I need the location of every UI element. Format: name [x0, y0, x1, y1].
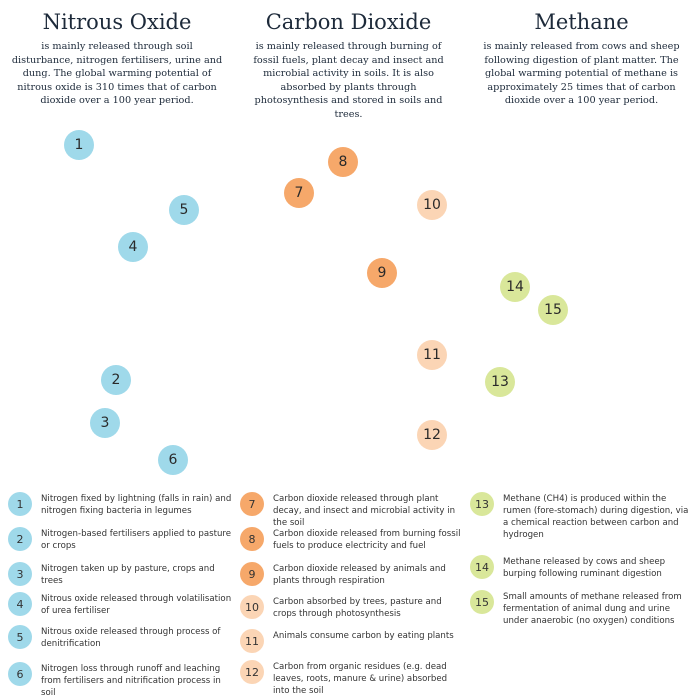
- marker-7: 7: [284, 178, 314, 208]
- legend-number-14: 14: [470, 555, 494, 579]
- legend-number-4: 4: [8, 592, 32, 616]
- legend-number-12: 12: [240, 660, 264, 684]
- tree-eucalyptus: [587, 170, 668, 270]
- carbon-dioxide-title: Carbon Dioxide: [265, 10, 432, 34]
- tractor-left: [141, 345, 173, 373]
- legend-number-1: 1: [8, 492, 32, 516]
- marker-11: 11: [417, 340, 447, 370]
- legend-item-10: 10 Carbon absorbed by trees, pasture and…: [240, 595, 465, 620]
- legend-number-5: 5: [8, 625, 32, 649]
- river: [210, 300, 330, 432]
- legend-text-12: Carbon from organic residues (e.g. dead …: [273, 662, 448, 696]
- legend-number-13: 13: [470, 492, 494, 516]
- nitrous-oxide-panel: Nitrous Oxide is mainly released through…: [0, 0, 234, 122]
- carbon-dioxide-panel: Carbon Dioxide is mainly released throug…: [235, 0, 462, 122]
- marker-3: 3: [90, 408, 120, 438]
- legend-text-6: Nitrogen loss through runoff and leachin…: [41, 664, 221, 697]
- legend-number-7: 7: [240, 492, 264, 516]
- nitrous-oxide-title: Nitrous Oxide: [42, 10, 192, 34]
- carbon-arrows: [284, 118, 447, 435]
- marker-6: 6: [158, 445, 188, 475]
- legend-number-9: 9: [240, 562, 264, 586]
- legend-nitrous: 1 Nitrogen fixed by lightning (falls in …: [8, 492, 233, 697]
- legend-text-10: Carbon absorbed by trees, pasture and cr…: [273, 597, 442, 619]
- marker-1: 1: [64, 130, 94, 160]
- legend-text-8: Carbon dioxide released from burning fos…: [273, 529, 461, 551]
- legend-text-2: Nitrogen-based fertilisers applied to pa…: [41, 529, 232, 551]
- nitrous-oxide-description: is mainly released through soil disturba…: [11, 41, 223, 107]
- cow-right: [515, 313, 545, 354]
- legend-number-2: 2: [8, 527, 32, 551]
- legend-text-7: Carbon dioxide released through plant de…: [273, 494, 456, 528]
- farmhouse: [250, 250, 300, 276]
- marker-10: 10: [417, 190, 447, 220]
- marker-4: 4: [118, 232, 148, 262]
- rain: [21, 204, 126, 261]
- legend-number-11: 11: [240, 629, 264, 653]
- pasture-surface: [20, 195, 690, 432]
- legend-item-14: 14 Methane released by cows and sheep bu…: [470, 555, 696, 580]
- marker-12: 12: [417, 420, 447, 450]
- cow-middle: [365, 366, 415, 398]
- crop-field-left: [120, 315, 250, 380]
- legend-text-14: Methane released by cows and sheep burpi…: [503, 557, 666, 579]
- carbon-dioxide-description: is mainly released through burning of fo…: [253, 41, 444, 120]
- legend-text-13: Methane (CH4) is produced within the rum…: [503, 494, 689, 540]
- methane-title: Methane: [534, 10, 629, 34]
- legend-item-8: 8 Carbon dioxide released from burning f…: [240, 527, 465, 552]
- legend-methane: 13 Methane (CH4) is produced within the …: [470, 492, 696, 697]
- legend-item-5: 5 Nitrous oxide released through process…: [8, 625, 233, 650]
- marker-15: 15: [538, 295, 568, 325]
- marker-14: 14: [500, 272, 530, 302]
- legend-item-13: 13 Methane (CH4) is produced within the …: [470, 492, 696, 541]
- legend-text-15: Small amounts of methane released from f…: [503, 592, 682, 626]
- legend-item-2: 2 Nitrogen-based fertilisers applied to …: [8, 527, 233, 552]
- legend-item-12: 12 Carbon from organic residues (e.g. de…: [240, 660, 465, 697]
- marker-8: 8: [328, 147, 358, 177]
- legend-item-6: 6 Nitrogen loss through runoff and leach…: [8, 662, 233, 697]
- legend-number-8: 8: [240, 527, 264, 551]
- nitrous-arrows: [64, 118, 227, 470]
- legend-item-9: 9 Carbon dioxide released by animals and…: [240, 562, 465, 587]
- methane-panel: Methane is mainly released from cows and…: [463, 0, 700, 122]
- hill-right: [600, 190, 690, 290]
- legend-number-3: 3: [8, 562, 32, 586]
- legend-number-10: 10: [240, 595, 264, 619]
- tree-group-left: [25, 298, 243, 365]
- legend-text-1: Nitrogen fixed by lightning (falls in ra…: [41, 494, 232, 516]
- methane-arrows: [500, 123, 566, 365]
- legend-text-5: Nitrous oxide released through process o…: [41, 627, 221, 649]
- methane-description: is mainly released from cows and sheep f…: [483, 41, 680, 107]
- legend-item-7: 7 Carbon dioxide released through plant …: [240, 492, 465, 529]
- marker-2: 2: [101, 365, 131, 395]
- legend-item-4: 4 Nitrous oxide released through volatil…: [8, 592, 233, 617]
- legend-item-15: 15 Small amounts of methane released fro…: [470, 590, 696, 627]
- marker-5: 5: [169, 195, 199, 225]
- legend-carbon: 7 Carbon dioxide released through plant …: [240, 492, 465, 697]
- soil-topsoil: [20, 265, 690, 442]
- legend-text-9: Carbon dioxide released by animals and p…: [273, 564, 446, 586]
- storm-cloud: [8, 148, 134, 233]
- marker-13: 13: [485, 367, 515, 397]
- tractor-right: [462, 281, 484, 300]
- legend-item-1: 1 Nitrogen fixed by lightning (falls in …: [8, 492, 233, 517]
- legend-text-3: Nitrogen taken up by pasture, crops and …: [41, 564, 215, 586]
- legend-text-11: Animals consume carbon by eating plants: [273, 631, 454, 641]
- legend-text-4: Nitrous oxide released through volatilis…: [41, 594, 232, 616]
- legend-number-6: 6: [8, 662, 32, 686]
- legend-number-15: 15: [470, 590, 494, 614]
- legend-item-3: 3 Nitrogen taken up by pasture, crops an…: [8, 562, 233, 587]
- legend-item-11: 11 Animals consume carbon by eating plan…: [240, 629, 454, 653]
- power-poles: [439, 178, 601, 220]
- marker-9: 9: [367, 258, 397, 288]
